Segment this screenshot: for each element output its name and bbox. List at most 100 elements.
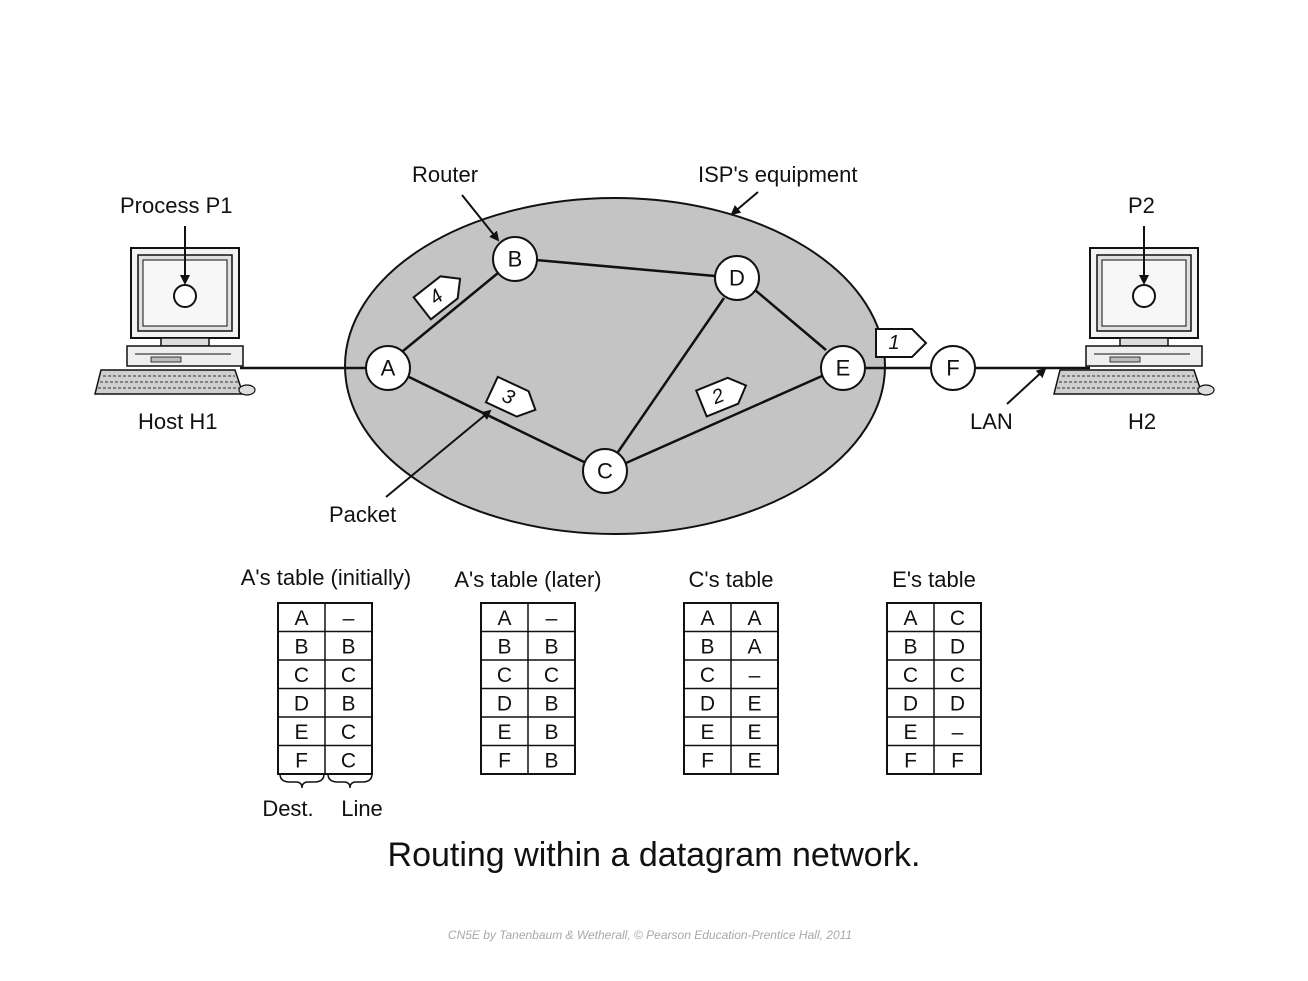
column-braces — [279, 773, 373, 789]
host-h2-computer — [1053, 247, 1215, 396]
process-p1-circle — [173, 284, 197, 308]
table-cell-line: – — [546, 607, 558, 630]
table-cell-dest: B — [294, 635, 308, 658]
packet-2: 2 — [694, 376, 748, 418]
table-cell-line: B — [341, 692, 355, 715]
table-cell-line: D — [950, 635, 965, 658]
table-cell-line: B — [544, 635, 558, 658]
table-cell-line: F — [951, 749, 964, 772]
table-cell-line: C — [341, 721, 356, 744]
table-cell-line: D — [950, 692, 965, 715]
table-cell-dest: E — [497, 721, 511, 744]
packet-4: 4 — [412, 275, 462, 321]
credit-line: CN5E by Tanenbaum & Wetherall, © Pearson… — [448, 928, 852, 942]
table-title: A's table (later) — [454, 567, 601, 592]
table-cell-line: B — [544, 692, 558, 715]
table-cell-line: E — [747, 749, 761, 772]
table-cell-dest: D — [903, 692, 918, 715]
table-cell-line: C — [950, 664, 965, 687]
table-cell-dest: D — [294, 692, 309, 715]
label-lan: LAN — [970, 409, 1013, 434]
table-cell-line: A — [747, 635, 761, 658]
table-cell-line: C — [544, 664, 559, 687]
link-a-b — [402, 272, 499, 352]
table-cell-dest: B — [903, 635, 917, 658]
node-b — [492, 236, 538, 282]
arrow-isp — [730, 191, 759, 216]
packet-1: 1 — [875, 328, 928, 358]
table-cell-line: B — [544, 721, 558, 744]
table-cell-line: E — [747, 721, 761, 744]
link-a-c — [408, 375, 585, 464]
node-e-label: E — [836, 356, 851, 381]
table-cell-dest: F — [498, 749, 511, 772]
table-cell-dest: D — [497, 692, 512, 715]
table-cell-dest: B — [497, 635, 511, 658]
node-f-label: F — [946, 356, 959, 381]
node-b-label: B — [508, 247, 523, 272]
node-a — [365, 345, 411, 391]
node-c-label: C — [597, 459, 613, 484]
link-c-d — [616, 297, 726, 453]
router-nodes: A B C D E F — [365, 236, 976, 494]
packet-3: 3 — [484, 375, 537, 418]
link-d-e — [754, 289, 827, 351]
table-cell-line: C — [341, 749, 356, 772]
table-cell-dest: E — [294, 721, 308, 744]
table-cell-dest: E — [903, 721, 917, 744]
table-cell-dest: C — [497, 664, 512, 687]
table-cell-dest: B — [700, 635, 714, 658]
label-packet: Packet — [329, 502, 396, 527]
link-c-e — [625, 374, 823, 465]
table-cell-dest: C — [903, 664, 918, 687]
arrow-lan — [1006, 367, 1047, 405]
table-cell-line: A — [747, 607, 761, 630]
table-cell-dest: F — [904, 749, 917, 772]
table-cell-line: – — [952, 721, 964, 744]
node-c — [582, 448, 628, 494]
node-d-label: D — [729, 266, 745, 291]
table-cell-dest: F — [295, 749, 308, 772]
figure-caption: Routing within a datagram network. — [388, 836, 921, 874]
process-p2-circle — [1132, 284, 1156, 308]
node-a-label: A — [381, 356, 396, 381]
label-isp-equipment: ISP's equipment — [698, 162, 858, 187]
label-p2: P2 — [1128, 193, 1155, 218]
table-title: E's table — [892, 567, 976, 592]
table-cell-line: C — [950, 607, 965, 630]
host-h1-computer — [94, 247, 256, 396]
table-cell-dest: C — [700, 664, 715, 687]
label-h2: H2 — [1128, 409, 1156, 434]
brace-dest — [279, 773, 325, 789]
links — [240, 258, 1090, 465]
brace-line — [327, 773, 373, 789]
table-title: C's table — [689, 567, 774, 592]
table-cell-line: – — [343, 607, 355, 630]
table-cell-dest: C — [294, 664, 309, 687]
node-d — [714, 255, 760, 301]
table-cell-dest: A — [700, 607, 714, 630]
label-process-p1: Process P1 — [120, 193, 233, 218]
table-cell-line: – — [749, 664, 761, 687]
table-cell-dest: D — [700, 692, 715, 715]
table-cell-dest: E — [700, 721, 714, 744]
node-e — [820, 345, 866, 391]
label-router: Router — [412, 162, 478, 187]
arrow-router — [461, 194, 500, 242]
link-b-d — [535, 258, 716, 278]
table-title: A's table (initially) — [241, 565, 411, 590]
packet-1-label: 1 — [888, 332, 899, 354]
table-cell-line: C — [341, 664, 356, 687]
label-dest: Dest. — [262, 796, 313, 821]
table-cell-line: B — [544, 749, 558, 772]
node-f — [930, 345, 976, 391]
table-cell-dest: F — [701, 749, 714, 772]
